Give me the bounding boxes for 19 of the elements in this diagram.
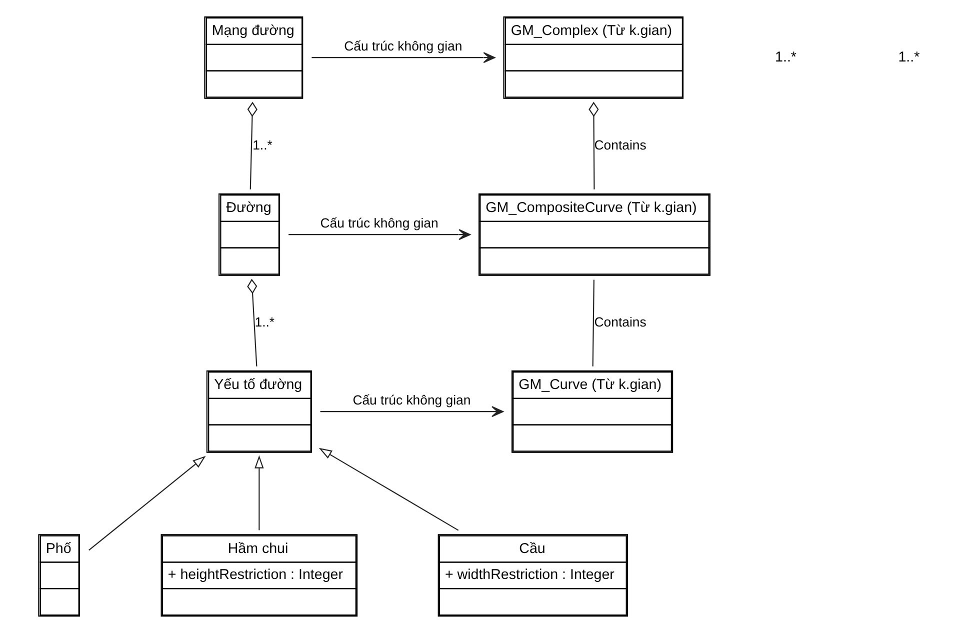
edge-label: Cấu trúc không gian <box>352 392 470 408</box>
connector <box>246 102 257 190</box>
edge-label: 1..* <box>252 138 272 152</box>
edge-label: Contains <box>594 314 646 330</box>
arrow <box>288 229 470 240</box>
edge-label: Cấu trúc không gian <box>320 216 438 231</box>
arrow <box>318 448 458 531</box>
connector <box>592 280 594 366</box>
arrow <box>88 456 206 551</box>
label: 1..* <box>898 49 920 66</box>
edge-label: 1..* <box>254 314 274 330</box>
label: 1..* <box>774 49 796 66</box>
arrow <box>320 406 504 418</box>
connector <box>588 102 598 190</box>
arrow <box>254 455 264 530</box>
edge-label: Contains <box>594 138 646 152</box>
connector <box>246 278 257 366</box>
arrow <box>311 52 495 64</box>
edge-label: Cấu trúc không gian <box>344 38 462 54</box>
